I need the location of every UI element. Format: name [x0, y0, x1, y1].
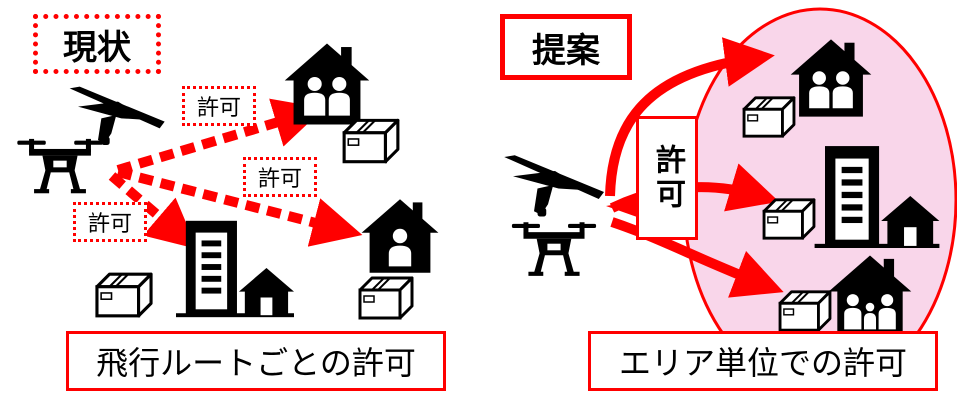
parcel-icon	[95, 272, 153, 318]
permit-label: 許可	[182, 86, 256, 126]
fixed-wing-drone-icon	[504, 155, 604, 217]
arrow-to-house	[605, 37, 775, 197]
route-to-house-a	[116, 98, 325, 175]
permit-label: 許可	[73, 202, 147, 242]
parcel-icon	[742, 96, 796, 138]
left-caption: 飛行ルートごとの許可	[66, 331, 446, 391]
route-to-house-b	[116, 167, 363, 247]
flight-routes	[108, 98, 363, 250]
current-status-label: 現状	[33, 14, 161, 74]
quadcopter-drone-icon	[511, 222, 597, 276]
parcel-icon	[778, 290, 832, 332]
house-two-people-icon	[284, 43, 370, 125]
proposal-label: 提案	[500, 14, 632, 80]
parcel-icon	[762, 198, 816, 240]
right-caption: エリア単位での許可	[588, 331, 938, 391]
quadcopter-drone-icon	[17, 138, 103, 194]
arrow-to-family-house	[610, 217, 784, 298]
building-icon	[176, 220, 294, 318]
arrow-junction	[606, 200, 640, 218]
permit-label: 許可	[243, 157, 317, 197]
area-permit-label: 許可	[636, 116, 698, 240]
fixed-wing-drone-icon	[69, 86, 165, 145]
parcel-icon	[342, 118, 400, 164]
parcel-icon	[358, 276, 414, 320]
house-one-person-icon	[361, 199, 439, 273]
route-to-building	[108, 172, 198, 250]
